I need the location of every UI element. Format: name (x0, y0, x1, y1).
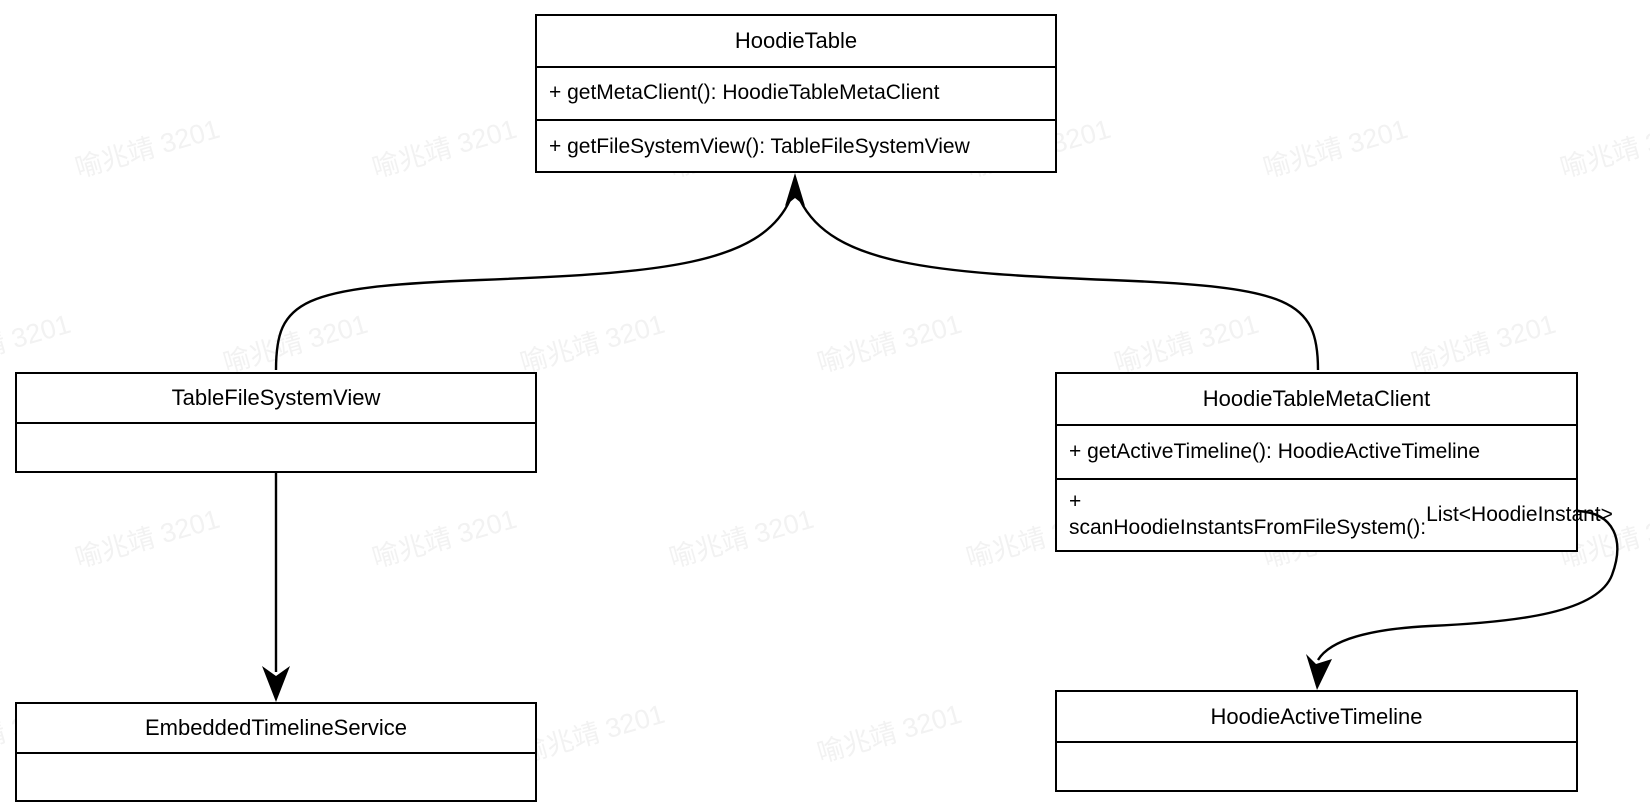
class-member-row-multiline: + scanHoodieInstantsFromFileSystem():Lis… (1057, 480, 1613, 550)
class-divider (537, 119, 1055, 121)
class-member-row-empty (1057, 743, 1576, 790)
class-divider (1057, 424, 1576, 426)
class-member-line-1: + scanHoodieInstantsFromFileSystem(): (1069, 489, 1427, 539)
watermark-text: 喻兆靖 3201 (516, 698, 669, 769)
class-divider (1057, 741, 1576, 743)
watermark-text: 喻兆靖 3201 (665, 503, 818, 574)
arrowhead-metaclient-to-activetimeline (1306, 654, 1332, 690)
watermark-text: 喻兆靖 3201 (1259, 113, 1412, 184)
class-title-hoodie-table: HoodieTable (734, 28, 858, 53)
watermark-text: 喻兆靖 3201 (368, 113, 521, 184)
class-box-hoodie-table[interactable]: HoodieTable + getMetaClient(): HoodieTab… (535, 14, 1057, 173)
class-member-row-empty (17, 424, 535, 471)
watermark-text: 喻兆靖 3201 (0, 308, 75, 379)
class-divider (1057, 478, 1576, 480)
class-divider (537, 66, 1055, 68)
watermark-text: 喻兆靖 3201 (368, 503, 521, 574)
watermark-text: 喻兆靖 3201 (516, 308, 669, 379)
class-title-hoodie-active-timeline: HoodieActiveTimeline (1210, 703, 1423, 729)
watermark-text: 喻兆靖 3201 (71, 503, 224, 574)
edge-metaclient-to-hoodietable (798, 199, 1320, 371)
watermark-text: 喻兆靖 3201 (1110, 308, 1263, 379)
class-divider (17, 752, 535, 754)
class-divider (17, 422, 535, 424)
class-title-embedded-timeline-service: EmbeddedTimelineService (144, 715, 408, 740)
class-box-table-file-system-view[interactable]: TableFileSystemView (15, 372, 537, 473)
class-box-hoodie-active-timeline[interactable]: HoodieActiveTimeline (1055, 690, 1578, 792)
arrowhead-tfsv-to-embedded (262, 666, 290, 702)
watermark-text: 喻兆靖 3201 (813, 308, 966, 379)
watermark-text: 喻兆靖 3201 (71, 113, 224, 184)
class-title-hoodie-table-meta-client: HoodieTableMetaClient (1202, 386, 1431, 411)
class-title-table-file-system-view: TableFileSystemView (171, 385, 381, 410)
watermark-text: 喻兆靖 3201 (813, 698, 966, 769)
class-member-row: + getFileSystemView(): TableFileSystemVi… (549, 134, 970, 158)
class-member-row-empty (17, 754, 535, 800)
class-box-embedded-timeline-service[interactable]: EmbeddedTimelineService (15, 702, 537, 802)
watermark-text: 喻兆靖 3201 (1407, 308, 1560, 379)
class-member-line-2: List<HoodieInstant> (1426, 502, 1613, 526)
class-member-row: + getMetaClient(): HoodieTableMetaClient (549, 81, 940, 105)
arrowhead-tfsv-to-hoodietable (785, 173, 805, 206)
watermark-text: 喻兆靖 3201 (1556, 113, 1650, 184)
class-box-hoodie-table-meta-client[interactable]: HoodieTableMetaClient + getActiveTimelin… (1055, 372, 1613, 552)
edge-tfsv-to-hoodietable (274, 199, 792, 371)
class-member-row: + getActiveTimeline(): HoodieActiveTimel… (1069, 439, 1481, 463)
watermark-text: 喻兆靖 3201 (219, 308, 372, 379)
